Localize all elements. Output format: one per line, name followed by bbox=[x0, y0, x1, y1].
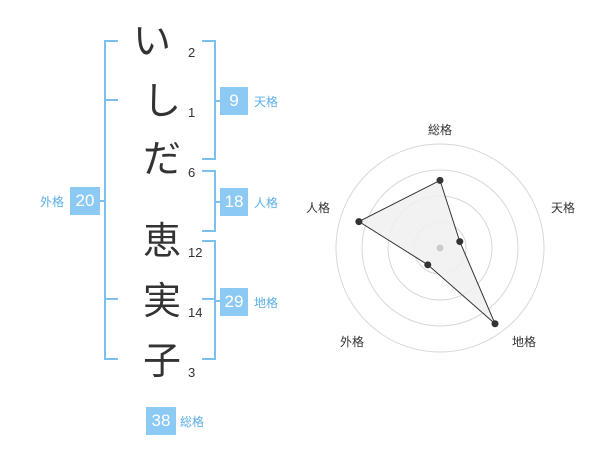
radar-polygon bbox=[357, 179, 496, 325]
name-char-3: だ bbox=[142, 137, 181, 181]
name-char-5: 実 bbox=[142, 279, 181, 323]
jinkaku-label: 人格 bbox=[254, 196, 279, 210]
name-char-6: 子 bbox=[142, 339, 181, 383]
chikaku-label: 地格 bbox=[254, 296, 279, 310]
name-char-4: 恵 bbox=[142, 219, 181, 263]
radar-label-jinkaku: 人格 bbox=[306, 200, 330, 215]
radar-point-2 bbox=[456, 238, 464, 246]
name-char-1: い bbox=[132, 19, 171, 63]
radar-point-5 bbox=[355, 218, 363, 226]
jinkaku-badge: 18 bbox=[220, 188, 248, 216]
jinkaku-bracket bbox=[202, 170, 216, 232]
chikaku-badge: 29 bbox=[220, 288, 248, 316]
radar-point-4 bbox=[424, 261, 432, 269]
radar-ring-4 bbox=[335, 143, 545, 353]
radar-center-dot bbox=[436, 244, 444, 252]
stroke-count-4: 12 bbox=[188, 245, 203, 260]
radar-label-tenkaku: 天格 bbox=[551, 200, 575, 215]
stroke-count-6: 3 bbox=[188, 365, 196, 380]
soukaku-label: 総格 bbox=[180, 415, 205, 429]
chikaku-bracket-tick bbox=[202, 298, 216, 300]
radar-point-1 bbox=[436, 176, 444, 184]
chikaku-bracket bbox=[202, 240, 216, 360]
stroke-count-5: 14 bbox=[188, 305, 203, 320]
radar-label-soukaku: 総格 bbox=[428, 122, 452, 137]
gaikaku-bracket-tick-1 bbox=[104, 99, 118, 101]
gaikaku-badge: 20 bbox=[70, 187, 100, 215]
tenkaku-label: 天格 bbox=[254, 95, 279, 109]
radar-label-gaikaku: 外格 bbox=[340, 334, 364, 349]
stroke-count-3: 6 bbox=[188, 165, 196, 180]
tenkaku-connector bbox=[216, 100, 222, 102]
gaikaku-connector bbox=[98, 200, 104, 202]
soukaku-badge: 38 bbox=[146, 407, 176, 435]
radar-label-chikaku: 地格 bbox=[512, 334, 536, 349]
radar-ring-3 bbox=[361, 169, 519, 327]
name-char-2: し bbox=[142, 79, 181, 123]
radar-point-3 bbox=[491, 320, 499, 328]
stroke-count-2: 1 bbox=[188, 105, 196, 120]
chikaku-connector bbox=[216, 300, 222, 302]
stroke-count-1: 2 bbox=[188, 45, 196, 60]
jinkaku-connector bbox=[216, 201, 222, 203]
gaikaku-bracket bbox=[104, 40, 118, 360]
gaikaku-bracket-tick-2 bbox=[104, 298, 118, 300]
gaikaku-label: 外格 bbox=[40, 195, 65, 209]
tenkaku-badge: 9 bbox=[220, 87, 248, 115]
tenkaku-bracket bbox=[202, 40, 216, 160]
